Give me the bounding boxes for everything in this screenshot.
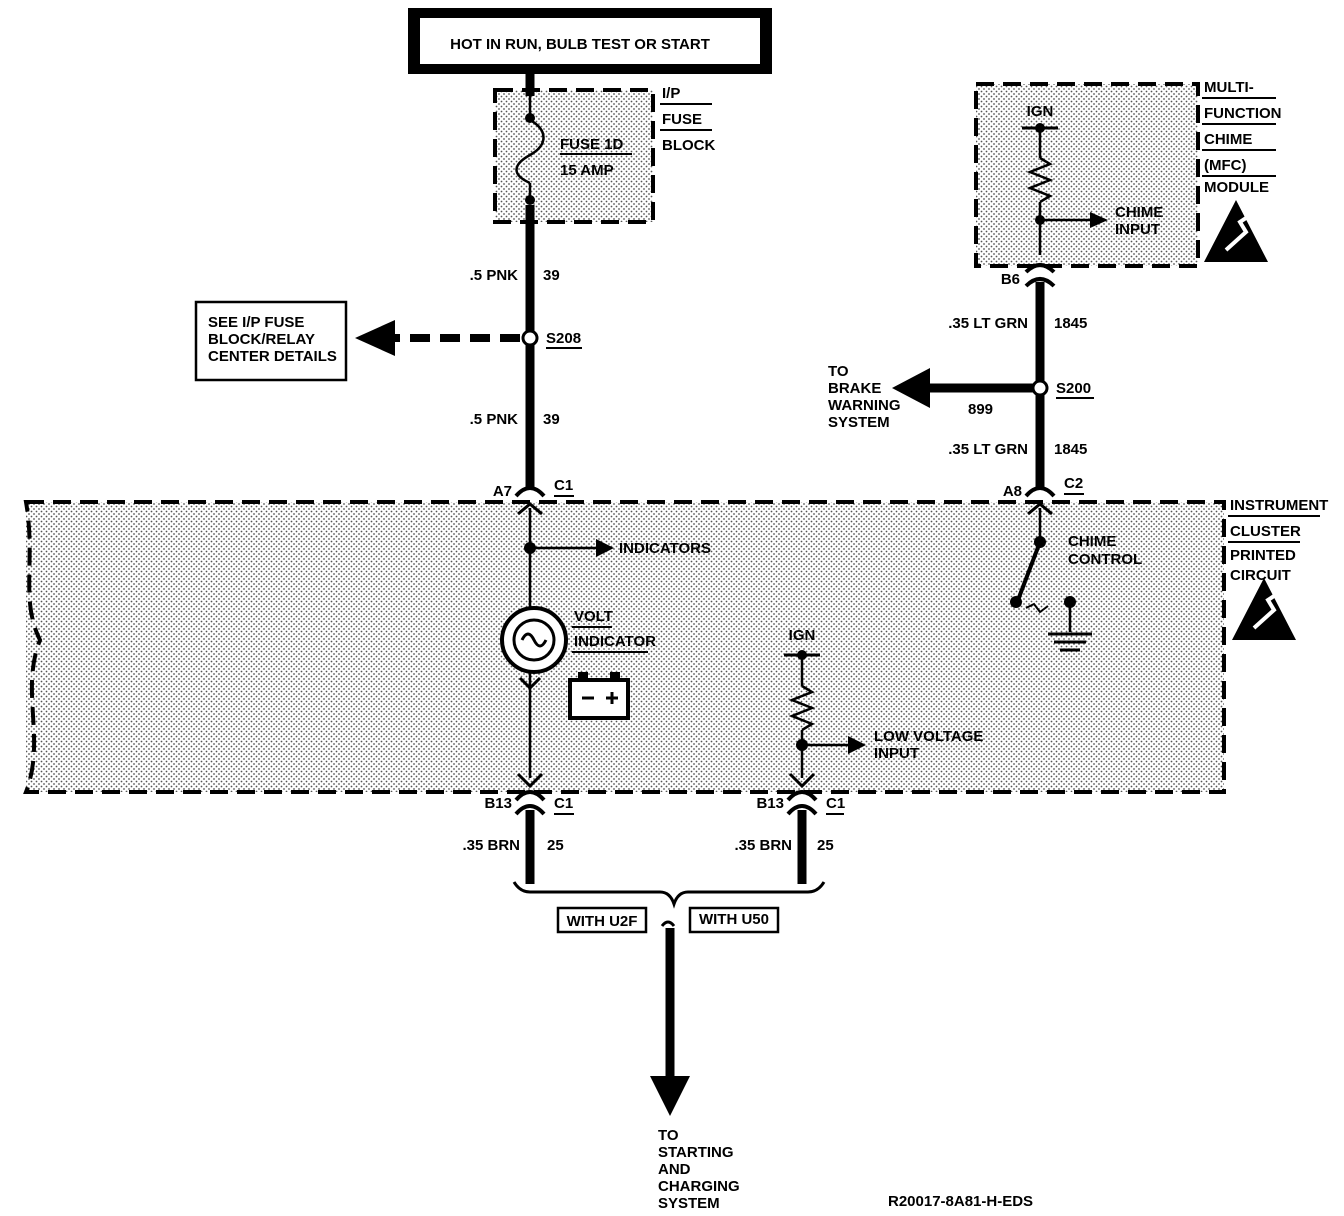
a8-connector [1024, 486, 1056, 498]
volt-indicator-lamp [500, 606, 568, 674]
wire-3-circuit: 1845 [1054, 315, 1087, 332]
a7-pin-label: A7 [493, 483, 512, 500]
fuse-block-name-2: FUSE [662, 111, 702, 128]
mfc-name-3: CHIME [1204, 131, 1252, 148]
a8-conn-label: C2 [1064, 475, 1083, 492]
a8-pin-label: A8 [1003, 483, 1022, 500]
mfc-ign-label: IGN [1027, 103, 1054, 120]
splice-s208-label: S208 [546, 330, 581, 347]
chime-control-2: CONTROL [1068, 551, 1142, 568]
chime-input-2: INPUT [1115, 221, 1160, 238]
a7-connector [514, 486, 546, 498]
brake-ref-2: BRAKE [828, 380, 881, 397]
splice-s200 [1031, 379, 1049, 397]
fuse-block-name-1: I/P [662, 85, 680, 102]
volt-indicator-2: INDICATOR [574, 633, 656, 650]
a7-conn-label: C1 [554, 477, 573, 494]
ground-icon [1048, 632, 1092, 652]
starting-charging-arrow [650, 1076, 690, 1116]
splice-s200-label: S200 [1056, 380, 1091, 397]
brake-ref-3: WARNING [828, 397, 901, 414]
wire-1-circuit: 39 [543, 267, 560, 284]
b13-left-pin: B13 [484, 795, 512, 812]
esd-warning-icon [1204, 200, 1268, 262]
drawing-id: R20017-8A81-H-EDS [888, 1193, 1033, 1210]
splice-s208 [521, 329, 539, 347]
b13-right-pin: B13 [756, 795, 784, 812]
instrument-cluster [23, 500, 1226, 794]
fuse-id: FUSE 1D [560, 136, 624, 153]
cluster-name-1: INSTRUMENT [1230, 497, 1328, 514]
option-u2f-box [556, 906, 648, 934]
b6-pin-label: B6 [1001, 271, 1020, 288]
brake-warning-arrow [892, 368, 930, 408]
power-source-label: HOT IN RUN, BULB TEST OR START [450, 36, 710, 53]
fuse-rating: 15 AMP [560, 162, 614, 179]
low-voltage-2: INPUT [874, 745, 919, 762]
mfc-resistor [1026, 156, 1054, 204]
b13-right-connector [786, 790, 818, 802]
mfc-name-5: MODULE [1204, 179, 1269, 196]
wire-5-gauge: .35 BRN [462, 837, 520, 854]
ip-fuse-block: FUSE 1D 15 AMP I/P FUSE BLOCK [493, 74, 715, 224]
wire-4-gauge: .35 LT GRN [948, 441, 1028, 458]
option-u2f: WITH U2F [567, 913, 638, 930]
chime-control-switch [1016, 541, 1042, 601]
wire-2-gauge: .5 PNK [470, 411, 519, 428]
b13-left-connector [514, 790, 546, 802]
battery-icon [568, 672, 630, 720]
cluster-name-2: CLUSTER [1230, 523, 1301, 540]
fuse-block-name-3: BLOCK [662, 137, 715, 154]
option-u50: WITH U50 [699, 911, 769, 928]
wire-3-gauge: .35 LT GRN [948, 315, 1028, 332]
brake-ref-1: TO [828, 363, 849, 380]
fuse-detail-arrow [355, 320, 395, 356]
starting-ref-5: SYSTEM [658, 1195, 720, 1212]
b6-connector [1024, 263, 1056, 274]
chime-control-1: CHIME [1068, 533, 1116, 550]
cluster-name-4: CIRCUIT [1230, 567, 1291, 584]
b13-left-conn: C1 [554, 795, 573, 812]
fuse-detail-ref-1: SEE I/P FUSE [208, 314, 304, 331]
option-u50-box [688, 906, 780, 934]
wire-6-circuit: 25 [817, 837, 834, 854]
brake-circuit: 899 [968, 401, 993, 418]
fuse-detail-ref-2: BLOCK/RELAY [208, 331, 315, 348]
cluster-resistor [788, 684, 816, 732]
cluster-name-3: PRINTED [1230, 547, 1296, 564]
option-brace [512, 881, 826, 909]
chime-input-1: CHIME [1115, 204, 1163, 221]
cluster-ign-label: IGN [789, 627, 816, 644]
fuse-detail-ref-3: CENTER DETAILS [208, 348, 337, 365]
wire-5-circuit: 25 [547, 837, 564, 854]
wire-6-gauge: .35 BRN [734, 837, 792, 854]
power-source-box: HOT IN RUN, BULB TEST OR START [408, 8, 772, 74]
volt-indicator-1: VOLT [574, 608, 613, 625]
starting-ref-4: CHARGING [658, 1178, 740, 1195]
indicators-label: INDICATORS [619, 540, 711, 557]
low-voltage-1: LOW VOLTAGE [874, 728, 983, 745]
wire-4-circuit: 1845 [1054, 441, 1087, 458]
starting-ref-3: AND [658, 1161, 691, 1178]
fuse-symbol [515, 118, 545, 185]
wire-1-gauge: .5 PNK [470, 267, 519, 284]
starting-ref-1: TO [658, 1127, 679, 1144]
mfc-name-4: (MFC) [1204, 157, 1246, 174]
starting-ref-2: STARTING [658, 1144, 734, 1161]
fuse-detail-ref-box [194, 300, 348, 382]
mfc-name-2: FUNCTION [1204, 105, 1282, 122]
b13-right-conn: C1 [826, 795, 845, 812]
brake-ref-4: SYSTEM [828, 414, 890, 431]
wire-2-circuit: 39 [543, 411, 560, 428]
mfc-name-1: MULTI- [1204, 79, 1254, 96]
mfc-module: IGN CHIME INPUT MULTI- FUNCTION CHIME (M… [974, 79, 1282, 268]
esd-warning-icon [1232, 578, 1296, 640]
